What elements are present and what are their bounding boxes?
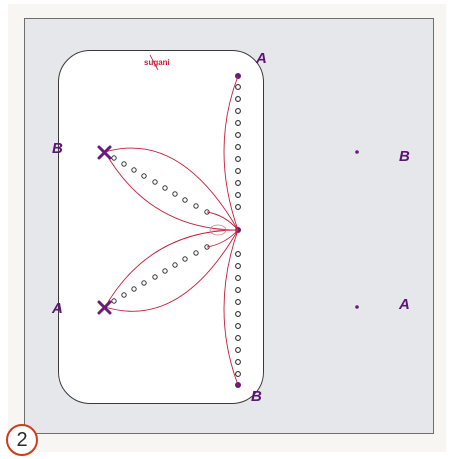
hole [235, 263, 241, 269]
brand-slash [149, 54, 159, 71]
hole [152, 274, 158, 280]
hole [182, 197, 188, 203]
hole [235, 180, 241, 186]
hole [235, 144, 241, 150]
arc-lower-outer [104, 229, 239, 312]
hole [235, 84, 241, 90]
label-a-right: A [399, 296, 410, 313]
hole [235, 132, 241, 138]
dot-icon [355, 150, 359, 154]
hole [235, 192, 241, 198]
brand-logo: sugani [144, 58, 170, 67]
arc-top-vertical [223, 75, 239, 231]
x-marker-icon [97, 300, 112, 315]
dot-icon [355, 305, 359, 309]
arc-lower-short [206, 229, 239, 248]
hole [235, 287, 241, 293]
x-marker-icon [97, 145, 112, 160]
upper-diagonal-hole-row [111, 155, 210, 215]
hole [235, 120, 241, 126]
arc-bottom-vertical [223, 229, 239, 386]
label-b-bottom: B [251, 388, 262, 405]
hole [121, 292, 127, 298]
hole [235, 108, 241, 114]
label-a-left: A [52, 300, 63, 317]
hole [235, 168, 241, 174]
arc-upper-short [206, 211, 239, 231]
hole [131, 286, 137, 292]
hole [111, 298, 117, 304]
hole [235, 323, 241, 329]
hole [162, 185, 168, 191]
hole [193, 250, 199, 256]
hole [193, 203, 199, 209]
lower-diagonal-hole-row [111, 244, 210, 304]
hole [121, 161, 127, 167]
hole [162, 268, 168, 274]
hole [182, 256, 188, 262]
hole [235, 371, 241, 377]
hole [235, 251, 241, 257]
hole [235, 299, 241, 305]
label-a-top: A [256, 50, 267, 67]
arc-upper-inner [104, 151, 239, 231]
hole [235, 347, 241, 353]
vertical-hole-column [235, 73, 241, 388]
hole [131, 167, 137, 173]
hole [235, 96, 241, 102]
hole [172, 262, 178, 268]
hole [235, 204, 241, 210]
step-number-badge: 2 [6, 424, 38, 456]
hole [235, 359, 241, 365]
lower-holes [235, 251, 241, 388]
label-b-right: B [399, 148, 410, 165]
hole [111, 155, 117, 161]
hole [172, 191, 178, 197]
arc-upper-outer [104, 147, 239, 231]
hole [235, 311, 241, 317]
label-b-left: B [52, 140, 63, 157]
hole [235, 275, 241, 281]
hole [152, 179, 158, 185]
hole [235, 156, 241, 162]
stencil-template [58, 50, 264, 404]
center-flower [209, 224, 238, 236]
hole [141, 173, 147, 179]
upper-holes [235, 73, 241, 210]
arc-lower-inner [104, 229, 239, 308]
hole [141, 280, 147, 286]
stitch-arcs [104, 75, 239, 386]
hole [235, 335, 241, 341]
